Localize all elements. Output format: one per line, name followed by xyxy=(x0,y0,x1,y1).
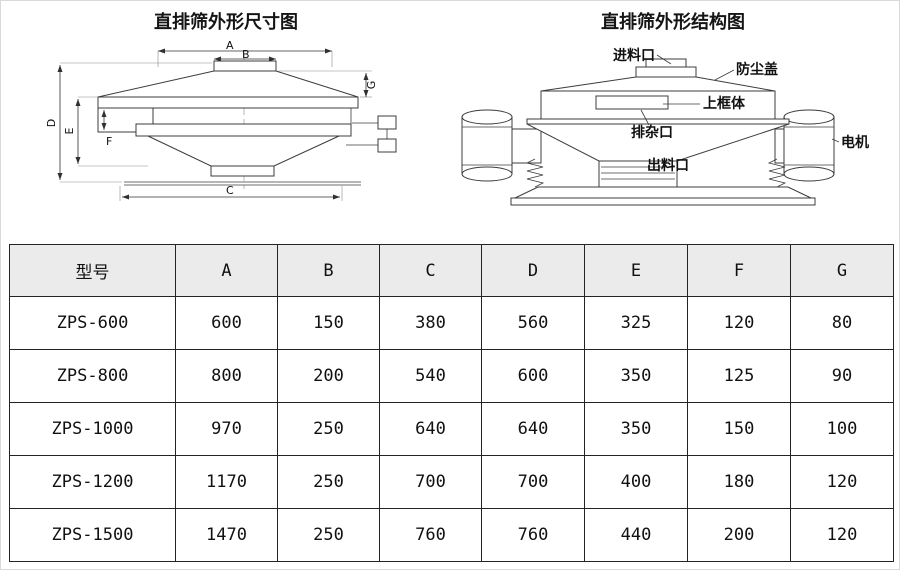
table-cell: 640 xyxy=(481,402,585,456)
dim-label-g: G xyxy=(365,81,378,90)
structure-drawing: 进料口 防尘盖 上框体 排杂口 出料口 电机 xyxy=(461,47,869,206)
table-cell: 700 xyxy=(481,455,585,509)
table-cell: 970 xyxy=(175,402,278,456)
table-cell: 250 xyxy=(277,455,380,509)
table-cell: 100 xyxy=(790,402,894,456)
table-cell: 250 xyxy=(277,402,380,456)
table-cell: 120 xyxy=(790,455,894,509)
table-cell: 400 xyxy=(584,455,688,509)
table-header-e: E xyxy=(584,244,688,297)
dimension-drawing: A B C D E F G xyxy=(46,39,397,201)
machine-outline xyxy=(97,60,361,186)
dimension-lines xyxy=(57,48,372,201)
table-header-g: G xyxy=(790,244,894,297)
right-diagram-title: 直排筛外形结构图 xyxy=(601,12,745,33)
table-cell: 540 xyxy=(379,349,482,403)
table-cell: 250 xyxy=(277,508,380,562)
motor-right xyxy=(774,109,835,182)
table-cell: 600 xyxy=(481,349,585,403)
dim-label-f: F xyxy=(106,135,112,148)
model-cell: ZPS-1500 xyxy=(9,508,176,562)
table-cell: 800 xyxy=(175,349,278,403)
table-cell: 350 xyxy=(584,349,688,403)
table-cell: 380 xyxy=(379,296,482,350)
table-header-row: 型号 A B C D E F G xyxy=(9,244,894,297)
part-label-dust-cover: 防尘盖 xyxy=(736,61,778,78)
table-row: ZPS-800 800 200 540 600 350 125 90 xyxy=(9,349,894,403)
table-row: ZPS-1000 970 250 640 640 350 150 100 xyxy=(9,402,894,456)
part-labels: 进料口 防尘盖 上框体 排杂口 出料口 电机 xyxy=(613,47,869,174)
model-cell: ZPS-800 xyxy=(9,349,176,403)
table-cell: 350 xyxy=(584,402,688,456)
table-row: ZPS-1200 1170 250 700 700 400 180 120 xyxy=(9,455,894,509)
dimension-labels: A B C D E F G xyxy=(46,39,378,197)
table-header-model: 型号 xyxy=(9,244,176,297)
table-cell: 700 xyxy=(379,455,482,509)
dim-label-e: E xyxy=(63,127,76,134)
dim-label-a: A xyxy=(226,39,234,52)
dim-label-d: D xyxy=(46,119,58,127)
part-label-waste-outlet: 排杂口 xyxy=(631,124,673,141)
model-cell: ZPS-600 xyxy=(9,296,176,350)
table-cell: 440 xyxy=(584,508,688,562)
model-cell: ZPS-1000 xyxy=(9,402,176,456)
table-cell: 125 xyxy=(687,349,791,403)
table-cell: 600 xyxy=(175,296,278,350)
table-cell: 1170 xyxy=(175,455,278,509)
dim-label-b: B xyxy=(242,48,250,61)
table-cell: 150 xyxy=(687,402,791,456)
table-cell: 325 xyxy=(584,296,688,350)
table-cell: 200 xyxy=(277,349,380,403)
table-header-f: F xyxy=(687,244,791,297)
spec-table: 型号 A B C D E F G ZPS-600 600 150 380 560… xyxy=(9,244,894,562)
table-cell: 150 xyxy=(277,296,380,350)
part-label-motor: 电机 xyxy=(841,134,869,151)
machine-body xyxy=(526,58,790,188)
table-header-c: C xyxy=(379,244,482,297)
table-cell: 760 xyxy=(481,508,585,562)
left-diagram-title: 直排筛外形尺寸图 xyxy=(154,12,298,33)
base xyxy=(510,186,816,206)
motor-left xyxy=(461,109,542,182)
table-cell: 640 xyxy=(379,402,482,456)
table-header-a: A xyxy=(175,244,278,297)
part-label-upper-frame: 上框体 xyxy=(703,95,746,112)
springs xyxy=(525,158,787,188)
table-header-b: B xyxy=(277,244,380,297)
table-cell: 1470 xyxy=(175,508,278,562)
table-row: ZPS-600 600 150 380 560 325 120 80 xyxy=(9,296,894,350)
table-cell: 120 xyxy=(687,296,791,350)
table-cell: 560 xyxy=(481,296,585,350)
table-row: ZPS-1500 1470 250 760 760 440 200 120 xyxy=(9,508,894,562)
part-label-discharge-outlet: 出料口 xyxy=(647,157,689,174)
table-cell: 80 xyxy=(790,296,894,350)
table-header-d: D xyxy=(481,244,585,297)
dim-label-c: C xyxy=(226,184,234,197)
table-cell: 90 xyxy=(790,349,894,403)
table-cell: 200 xyxy=(687,508,791,562)
table-cell: 120 xyxy=(790,508,894,562)
part-label-feed-inlet: 进料口 xyxy=(613,47,655,64)
model-cell: ZPS-1200 xyxy=(9,455,176,509)
leader-lines xyxy=(640,54,840,143)
table-cell: 180 xyxy=(687,455,791,509)
table-cell: 760 xyxy=(379,508,482,562)
clamp-detail xyxy=(346,115,397,153)
